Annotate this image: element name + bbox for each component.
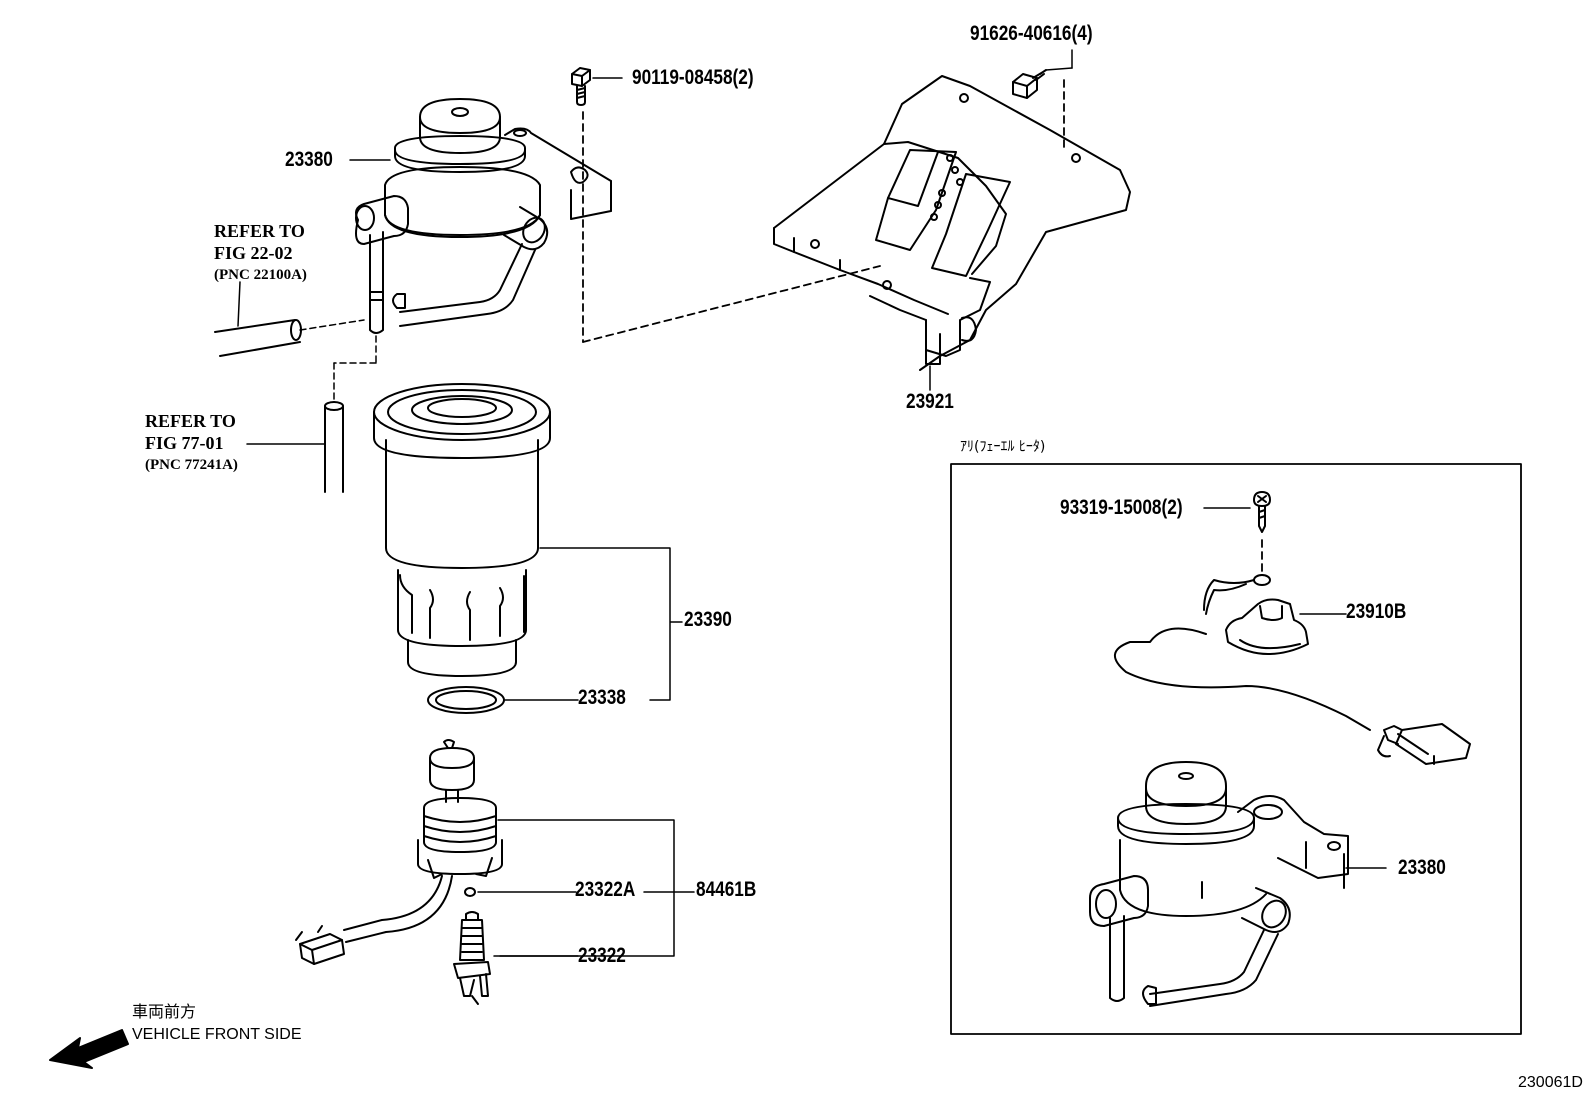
vehicle-front-en: VEHICLE FRONT SIDE bbox=[132, 1026, 302, 1043]
bracket-bolt-icon bbox=[1012, 69, 1047, 99]
label-23921[interactable]: 23921 bbox=[906, 390, 954, 413]
inset-frame bbox=[950, 463, 1522, 1035]
o-ring-icon bbox=[427, 686, 505, 714]
ref-line-1: REFER TO bbox=[214, 221, 305, 241]
vehicle-front-jp: 車両前方 bbox=[132, 1004, 197, 1021]
filter-head-icon bbox=[355, 98, 612, 334]
label-23380[interactable]: 23380 bbox=[285, 148, 333, 171]
fuel-heater-icon bbox=[1114, 574, 1471, 765]
front-arrow-icon bbox=[49, 1029, 129, 1069]
screw-icon bbox=[1253, 491, 1271, 533]
label-23322A[interactable]: 23322A bbox=[575, 878, 636, 901]
label-90119-08458[interactable]: 90119-08458(2) bbox=[632, 66, 754, 89]
small-o-ring-icon bbox=[464, 887, 476, 897]
label-23380-inset[interactable]: 23380 bbox=[1398, 856, 1446, 879]
sensor-plug-icon bbox=[453, 911, 491, 1005]
label-23322[interactable]: 23322 bbox=[578, 944, 626, 967]
reference-fig-77-01[interactable]: REFER TO FIG 77-01 (PNC 77241A) bbox=[145, 410, 238, 476]
fuel-pipe-icon bbox=[214, 319, 302, 357]
bolt-top-icon bbox=[571, 67, 591, 106]
inset-title: ｱﾘ(ﾌｪｰｴﾙ ﾋｰﾀ) bbox=[960, 439, 1046, 455]
bracket-icon bbox=[773, 75, 1131, 371]
label-93319-15008[interactable]: 93319-15008(2) bbox=[1060, 496, 1183, 519]
label-84461B[interactable]: 84461B bbox=[696, 878, 757, 901]
ref-line-2: FIG 77-01 bbox=[145, 433, 224, 453]
ref-line-1: REFER TO bbox=[145, 411, 236, 431]
ref-line-2: FIG 22-02 bbox=[214, 243, 293, 263]
label-23910B[interactable]: 23910B bbox=[1346, 600, 1407, 623]
filter-head-inset-icon bbox=[1089, 761, 1349, 1007]
label-23338[interactable]: 23338 bbox=[578, 686, 626, 709]
label-23390[interactable]: 23390 bbox=[684, 608, 732, 631]
ref-line-3: (PNC 77241A) bbox=[145, 457, 238, 473]
figure-code: 230061D bbox=[1518, 1074, 1583, 1091]
reference-fig-22-02[interactable]: REFER TO FIG 22-02 (PNC 22100A) bbox=[214, 220, 307, 286]
ref-line-3: (PNC 22100A) bbox=[214, 267, 307, 283]
filter-element-icon bbox=[373, 383, 551, 677]
label-91626-40616[interactable]: 91626-40616(4) bbox=[970, 22, 1093, 45]
vehicle-front-label: 車両前方 VEHICLE FRONT SIDE bbox=[132, 1002, 302, 1046]
hose-icon bbox=[324, 401, 344, 493]
water-sensor-icon bbox=[295, 739, 503, 965]
